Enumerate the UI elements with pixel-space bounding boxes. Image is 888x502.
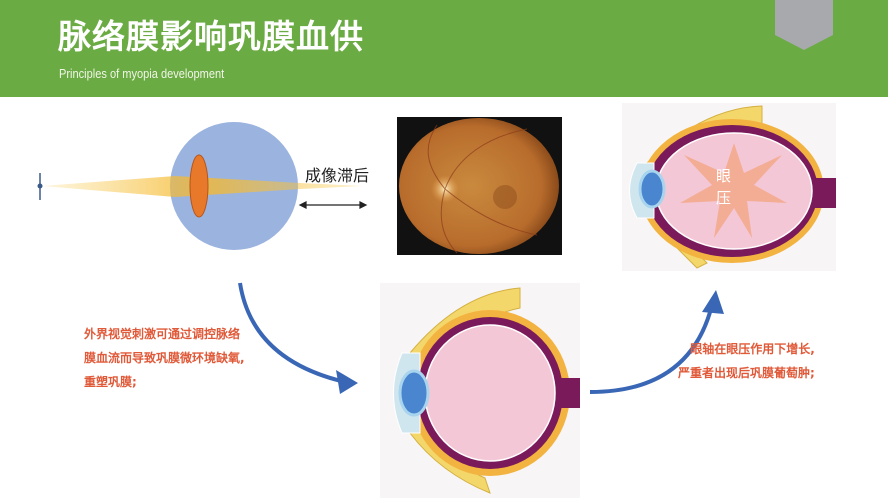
eye-cross-section-elongated: 眼 压 [622,103,836,271]
eye-cross-section-normal [380,283,580,498]
point-source-icon [37,173,43,200]
curved-arrow-up-icon [589,290,724,394]
curved-arrow-down-icon [238,282,358,394]
slide-title: 脉络膜影响巩膜血供 [58,17,364,56]
right-note: 眼轴在眼压作用下增长, 严重者出现后巩膜葡萄肿; [678,342,815,380]
double-arrow-icon [298,201,368,209]
pressure-label: 眼 压 [716,167,732,207]
fundus-photo [397,117,562,255]
slide-header: 脉络膜影响巩膜血供 Principles of myopia developme… [0,0,888,97]
image-lag-label: 成像滞后 [305,166,370,185]
slide-subtitle: Principles of myopia development [59,66,225,81]
pressure-star-icon [680,143,787,238]
left-note: 外界视觉刺激可通过调控脉络 膜血流而导致巩膜微环境缺氧, 重塑巩膜; [84,327,245,389]
lens-ellipse [189,154,209,218]
